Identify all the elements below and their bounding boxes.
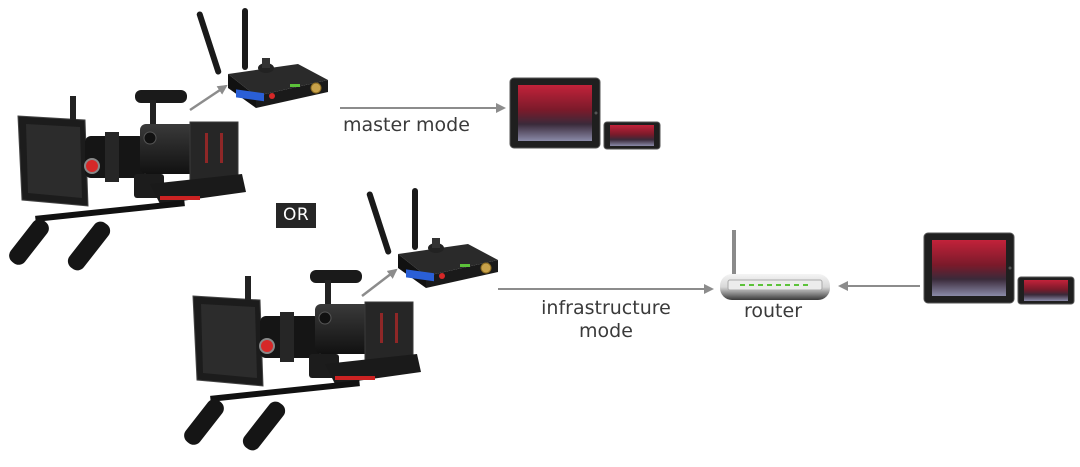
tablet-icon [509, 77, 601, 149]
tablet-icon [923, 232, 1015, 304]
receiver-devices-infrastructure [923, 232, 1075, 305]
smartphone-icon [603, 121, 661, 150]
cinema-camera-bottom [184, 270, 421, 451]
infrastructure-mode-label: infrastructure mode [538, 297, 674, 343]
arrow-camera-to-transmitter-bottom [361, 268, 398, 297]
or-separator-badge: OR [276, 203, 317, 228]
smartphone-icon [1017, 276, 1075, 305]
receiver-devices-master [509, 77, 661, 150]
master-mode-label: master mode [343, 114, 470, 136]
infrastructure-mode-label-line2: mode [579, 320, 633, 342]
router-label: router [744, 300, 803, 322]
infrastructure-mode-label-line1: infrastructure [541, 297, 671, 319]
arrow-camera-to-transmitter-top [189, 84, 228, 112]
wireless-transmitter-top [196, 8, 328, 108]
cinema-camera-top [9, 90, 246, 271]
router-icon [720, 230, 830, 300]
wireless-transmitter-bottom [366, 188, 498, 288]
